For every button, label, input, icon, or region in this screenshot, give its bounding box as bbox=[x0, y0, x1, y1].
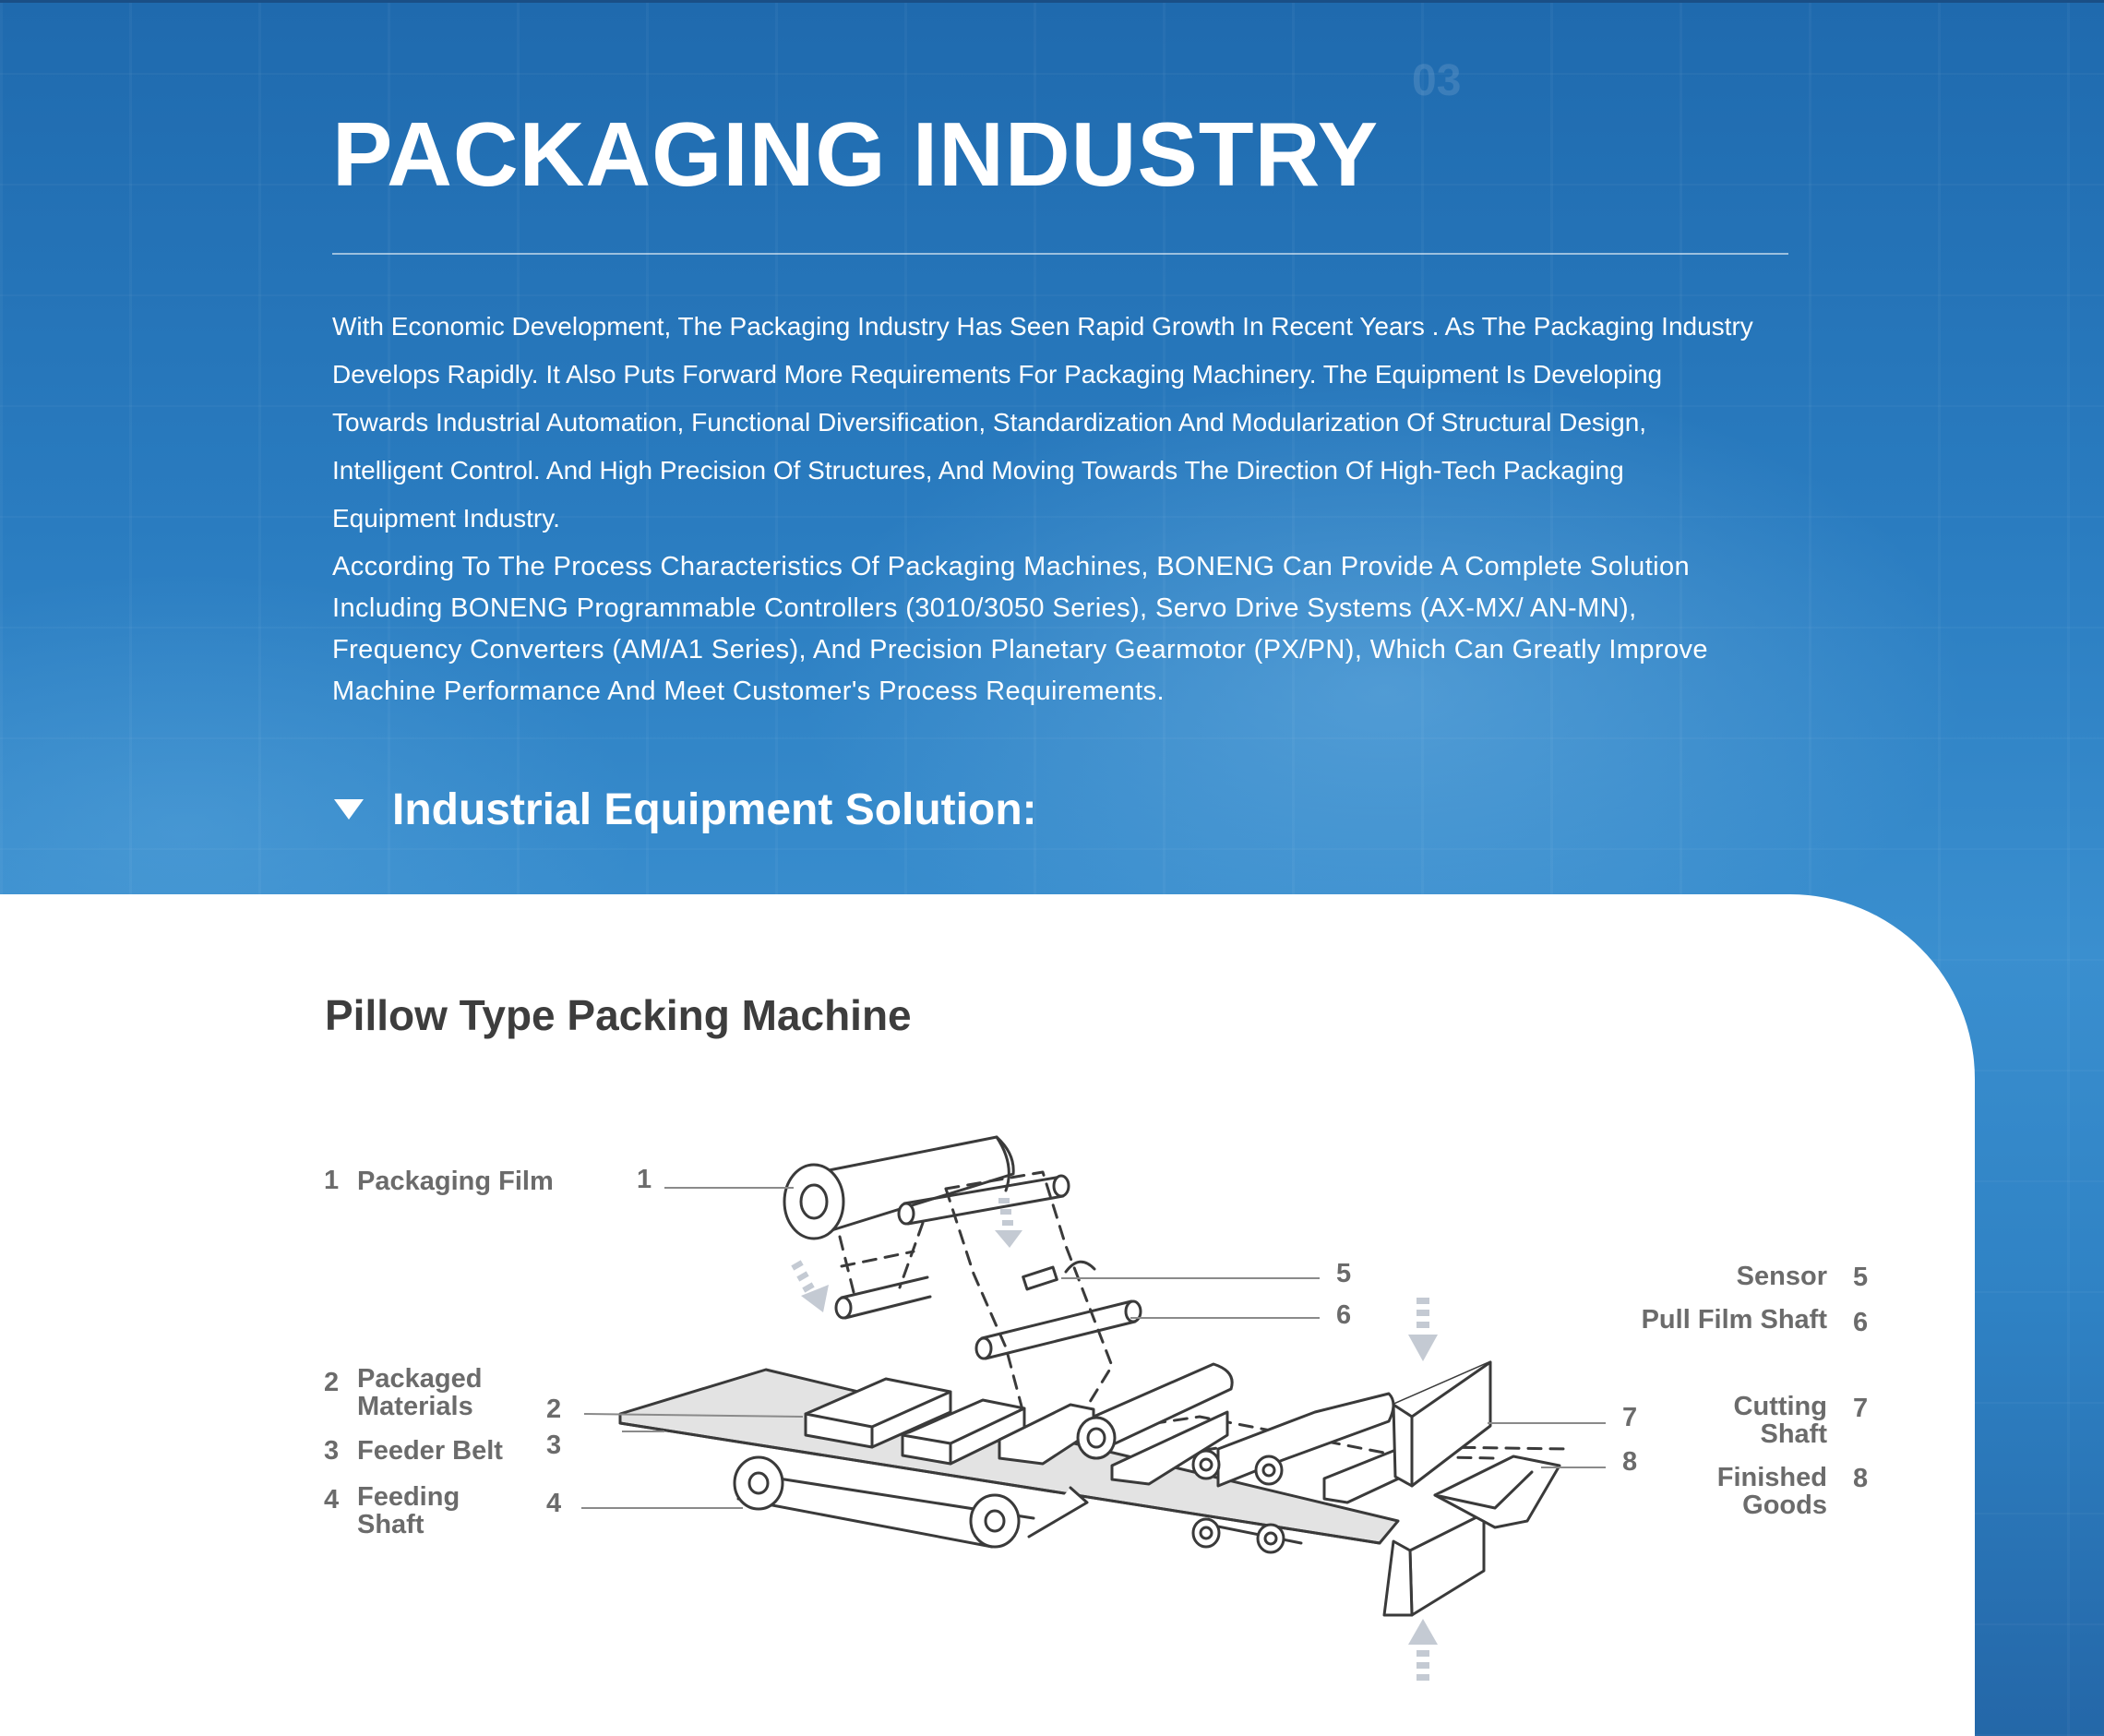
legend-label-pull-film-shaft: Pull Film Shaft bbox=[1641, 1305, 1827, 1335]
legend-number: 8 bbox=[1853, 1464, 1869, 1493]
legend-number: 4 bbox=[324, 1485, 340, 1515]
flow-arrow-icon bbox=[1408, 1619, 1438, 1681]
callout-number: 6 bbox=[1336, 1300, 1352, 1330]
finished-goods bbox=[1433, 1455, 1561, 1529]
guide-roller bbox=[834, 1275, 932, 1320]
feeding-shaft bbox=[733, 1455, 1089, 1549]
page-title: PACKAGING INDUSTRY bbox=[332, 103, 1380, 205]
leader-line bbox=[583, 1413, 804, 1418]
machine-diagram bbox=[581, 1135, 1606, 1681]
callout-number: 7 bbox=[1622, 1403, 1638, 1432]
legend-label-feeder-belt: Feeder Belt bbox=[357, 1436, 503, 1466]
intro-paragraph-1: With Economic Development, The Packaging… bbox=[332, 312, 1753, 533]
legend-label-packaged-materials: Packaged Materials bbox=[357, 1364, 483, 1421]
packaged-material bbox=[1110, 1410, 1229, 1486]
callout-number: 4 bbox=[546, 1489, 562, 1518]
callout-number: 2 bbox=[546, 1395, 562, 1424]
machine-title: Pillow Type Packing Machine bbox=[325, 991, 912, 1039]
pull-roller-pair bbox=[1191, 1517, 1303, 1554]
flow-arrow-icon bbox=[791, 1260, 829, 1312]
top-border bbox=[0, 0, 2104, 3]
machine-card bbox=[0, 894, 1975, 1736]
sensor bbox=[1022, 1260, 1096, 1291]
legend-number: 5 bbox=[1853, 1263, 1869, 1292]
pull-film-shaft bbox=[974, 1299, 1142, 1360]
intro-paragraph-2: According To The Process Characteristics… bbox=[332, 552, 1708, 706]
cutting-shaft bbox=[1382, 1360, 1492, 1617]
legend-number: 2 bbox=[324, 1368, 340, 1397]
title-divider bbox=[332, 253, 1788, 255]
legend-label-feeding-shaft: Feeding Shaft bbox=[357, 1482, 460, 1539]
flow-arrow-icon bbox=[995, 1198, 1022, 1248]
callout-number: 8 bbox=[1622, 1447, 1638, 1477]
legend-number: 6 bbox=[1853, 1308, 1869, 1337]
background-mark: 03 bbox=[1412, 56, 1462, 105]
legend-number: 7 bbox=[1853, 1394, 1869, 1423]
legend-label-packaging-film: Packaging Film bbox=[357, 1167, 554, 1196]
legend-number: 3 bbox=[324, 1436, 340, 1466]
legend-label-finished-goods: Finished Goods bbox=[1716, 1463, 1827, 1520]
section-title: Industrial Equipment Solution: bbox=[392, 785, 1037, 834]
callout-number: 5 bbox=[1336, 1259, 1352, 1288]
caret-down-icon bbox=[334, 799, 364, 820]
packaging-film-roll bbox=[783, 1135, 1015, 1240]
legend-label-sensor: Sensor bbox=[1736, 1262, 1827, 1291]
guide-roller bbox=[897, 1174, 1070, 1226]
feed-roller bbox=[1076, 1362, 1234, 1460]
packaged-material bbox=[804, 1377, 952, 1449]
legend-label-cutting-shaft: Cutting Shaft bbox=[1733, 1392, 1827, 1449]
packaged-material bbox=[1322, 1449, 1405, 1504]
callout-number: 3 bbox=[546, 1431, 562, 1460]
legend-number: 1 bbox=[324, 1166, 340, 1195]
flow-arrow-icon bbox=[1408, 1298, 1438, 1361]
callout-number: 1 bbox=[637, 1165, 652, 1194]
